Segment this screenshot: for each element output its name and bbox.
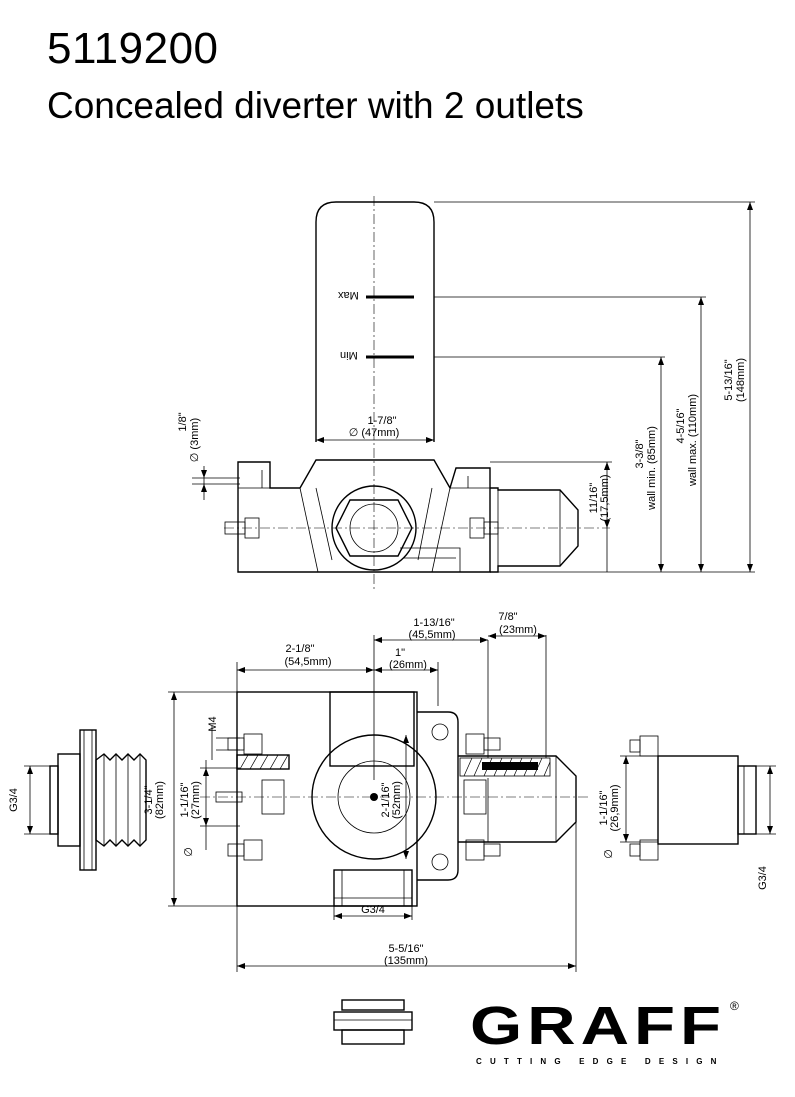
valve-body: [237, 459, 491, 573]
plan-view: 2-1/8" (54,5mm) 1" (26mm) 1-13/16" (45,5…: [8, 611, 776, 972]
d1-in: 2-1/8": [286, 643, 315, 655]
logo-wordmark: GRAFF: [470, 996, 726, 1056]
width-in: 5-5/16": [388, 943, 423, 955]
d4-mm: (23mm): [499, 624, 537, 636]
min-label: Min: [340, 349, 358, 361]
pin-dia-in: 1/8": [177, 412, 189, 431]
d2-in: 1": [395, 647, 405, 659]
offset-mm: (17,5mm): [599, 474, 611, 521]
d2-mm: (26mm): [389, 659, 427, 671]
sleeve-dia-in: 1-7/8": [368, 415, 397, 427]
mount-hole: [431, 723, 449, 741]
wall-min-in: 3-3/8": [634, 439, 646, 468]
right-port-mm: (26,9mm): [609, 784, 621, 831]
side-view: Max Min 1-7/8" ∅ (47mm): [177, 196, 755, 590]
hex-nut-detail: [333, 999, 413, 1045]
product-title: Concealed diverter with 2 outlets: [47, 85, 584, 126]
d4-in: 7/8": [498, 611, 517, 623]
m4-label: M4: [207, 716, 219, 731]
port-mm: (27mm): [190, 781, 202, 819]
height-mm: (82mm): [154, 781, 166, 819]
offset-in: 11/16": [588, 483, 600, 514]
wall-max-in: 4-5/16": [675, 408, 687, 443]
sleeve-outline: [315, 201, 435, 442]
arrow: [316, 437, 324, 443]
sleeve-dia-mm: ∅ (47mm): [349, 427, 400, 439]
max-label: Max: [338, 289, 359, 301]
right-fitting: G3/4 1-1/16" (26,9mm) ∅: [598, 735, 776, 890]
pin-dia-mm: ∅ (3mm): [189, 418, 201, 462]
d1-mm: (54,5mm): [284, 656, 331, 668]
right-dia-symbol: ∅: [603, 849, 615, 859]
thread-bottom: G3/4: [361, 904, 385, 916]
bottom-outlet: [333, 869, 413, 907]
logo-tagline: CUTTING EDGE DESIGN: [476, 1057, 722, 1066]
right-cartridge: [490, 487, 579, 573]
d3-in: 1-13/16": [413, 617, 454, 629]
wall-max-mm: wall max. (110mm): [687, 394, 699, 487]
port-dia-symbol: ∅: [183, 847, 195, 857]
thread-right: G3/4: [757, 866, 769, 890]
left-fitting: G3/4: [8, 729, 147, 871]
center-mm: (52mm): [391, 781, 403, 819]
arrow: [426, 437, 434, 443]
port-in: 1-1/16": [179, 782, 191, 817]
total-in: 5-13/16": [723, 359, 735, 400]
mount-hole: [431, 853, 449, 871]
center-in: 2-1/16": [380, 782, 392, 817]
wall-min-mm: wall min. (85mm): [646, 426, 658, 511]
right-cartridge-plan: [458, 755, 577, 843]
registered-mark: ®: [730, 999, 739, 1013]
width-mm: (135mm): [384, 955, 428, 967]
right-port-in: 1-1/16": [598, 790, 610, 825]
thread-left: G3/4: [8, 788, 20, 812]
model-number: 5119200: [47, 24, 219, 73]
d3-mm: (45,5mm): [408, 629, 455, 641]
graff-logo: GRAFF ® CUTTING EDGE DESIGN: [470, 996, 739, 1066]
total-mm: (148mm): [735, 358, 747, 402]
